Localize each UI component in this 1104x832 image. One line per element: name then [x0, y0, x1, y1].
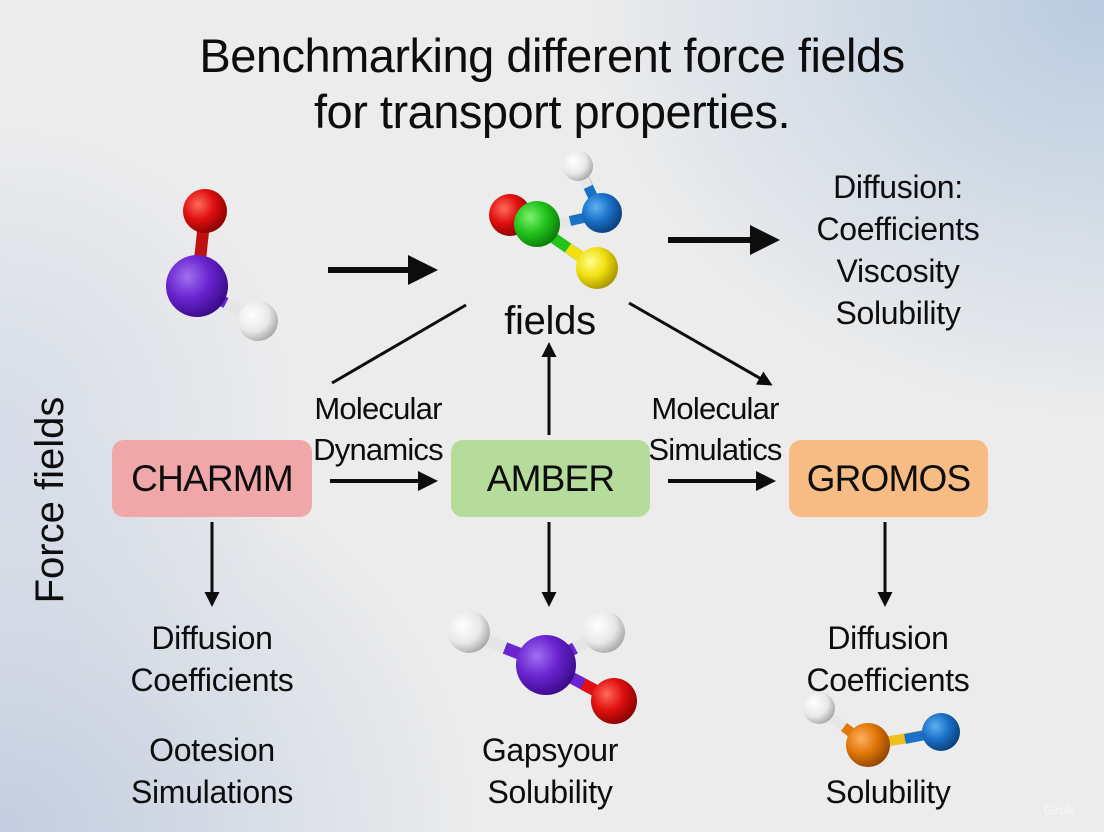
property-viscosity: Viscosity — [836, 253, 960, 289]
output-charmm-line1: Diffusion — [151, 620, 273, 656]
arrow-fields-to-right — [628, 301, 773, 386]
edge-label-molecular-dynamics: Molecular Dynamics — [278, 388, 478, 470]
arrows — [204, 225, 893, 607]
edge-label-right-line2: Simulatics — [648, 432, 782, 467]
output-charmm-line2: Coefficients — [130, 662, 294, 698]
bottom-right-molecule — [803, 692, 960, 767]
output-gromos-line1: Diffusion — [827, 620, 949, 656]
edge-label-left-line2: Dynamics — [313, 432, 443, 467]
output-gromos: Diffusion Coefficients — [768, 617, 1008, 701]
edge-label-left-line1: Molecular — [314, 391, 442, 426]
box-gromos: GROMOS — [789, 440, 988, 517]
output-charmm-line3: Ootesion — [149, 732, 275, 768]
box-gromos-label: GROMOS — [806, 457, 972, 499]
edge-label-molecular-simulatics: Molecular Simulatics — [612, 388, 818, 470]
property-diffusion: Diffusion: — [833, 169, 963, 205]
title-line-1: Benchmarking different force fields — [199, 29, 905, 82]
bottom-center-molecule — [448, 611, 637, 724]
property-coefficients: Coefficients — [816, 211, 980, 247]
output-charmm-line4: Simulations — [130, 774, 294, 810]
output-gromos-solubility: Solubility — [768, 771, 1008, 813]
diagram-title: Benchmarking different force fields for … — [0, 28, 1104, 140]
center-fields-label: fields — [504, 299, 596, 343]
connector-left-to-fields — [331, 303, 467, 385]
output-charmm: Diffusion Coefficients — [92, 617, 332, 701]
box-amber-label: AMBER — [486, 457, 615, 499]
output-amber-line1: Gapsyour — [481, 732, 619, 768]
output-gromos-line2: Coefficients — [806, 662, 970, 698]
output-charmm-secondary: Ootesion Simulations — [92, 729, 332, 813]
output-gromos-line3: Solubility — [825, 774, 951, 810]
output-amber-line2: Solubility — [487, 774, 613, 810]
box-charmm-label: CHARMM — [131, 457, 293, 499]
top-left-molecule — [166, 189, 278, 341]
title-line-2: for transport properties. — [314, 85, 791, 138]
edge-label-right-line1: Molecular — [651, 391, 779, 426]
watermark: Grok — [1043, 802, 1074, 818]
output-amber: Gapsyour Solubility — [430, 729, 670, 813]
box-charmm: CHARMM — [112, 440, 312, 517]
box-amber: AMBER — [451, 440, 650, 517]
top-center-molecule — [489, 151, 622, 289]
property-solubility: Solubility — [835, 295, 961, 331]
top-right-property-list: Diffusion: Coefficients Viscosity Solubi… — [780, 166, 1016, 334]
